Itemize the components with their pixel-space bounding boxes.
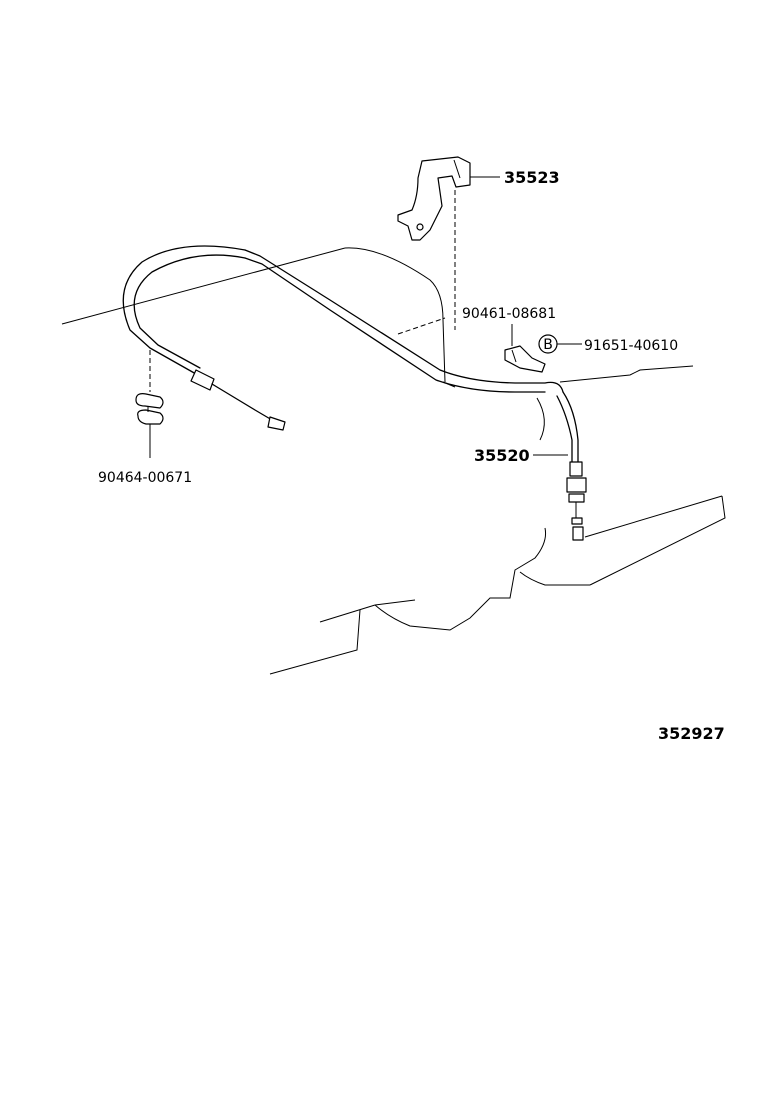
bolt-marker-b: B xyxy=(538,334,558,354)
transmission-outline xyxy=(61,247,726,675)
part-number-90464-00671: 90464-00671 xyxy=(98,470,192,486)
diagram-number: 352927 xyxy=(658,724,725,743)
bolt-marker-label: B xyxy=(543,337,553,353)
bracket-35523 xyxy=(397,156,471,330)
part-number-35520: 35520 xyxy=(474,446,530,465)
part-number-35523: 35523 xyxy=(504,168,560,187)
part-number-90461-08681: 90461-08681 xyxy=(462,306,556,322)
part-number-91651-40610: 91651-40610 xyxy=(584,338,678,354)
clip-90464-00671 xyxy=(135,350,164,458)
clamp-90461-08681 xyxy=(504,345,546,373)
cable-35520 xyxy=(122,245,587,541)
